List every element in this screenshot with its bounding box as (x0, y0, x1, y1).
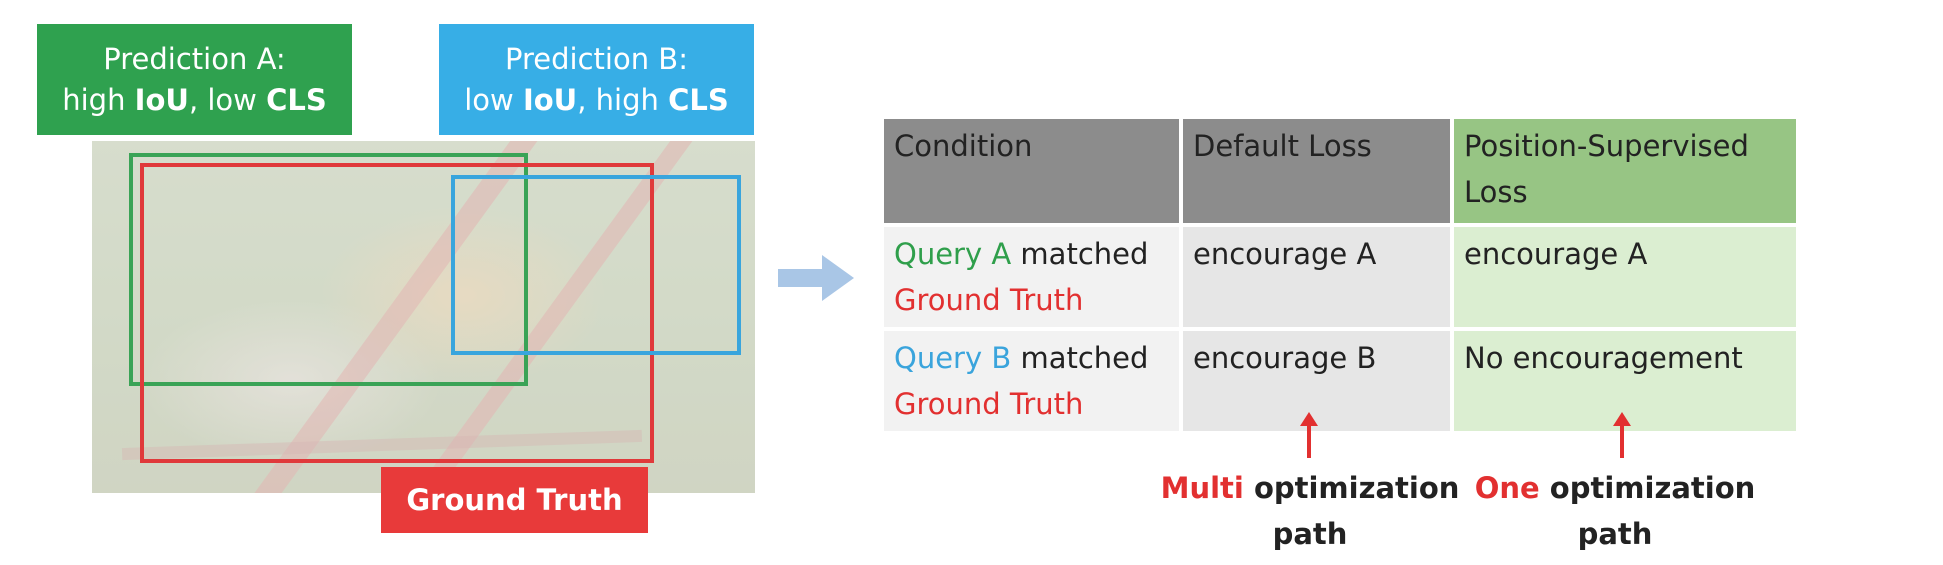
query-label: Query B (894, 341, 1012, 375)
matched-text: matched (1011, 341, 1149, 375)
ground-truth-box (140, 163, 654, 463)
ground-truth-label: Ground Truth (381, 467, 648, 533)
note-line1: Multi optimization (1160, 471, 1460, 505)
prediction-a-box (129, 153, 528, 386)
prediction-b-title: Prediction B: (505, 41, 688, 76)
ground-truth-text: Ground Truth (894, 387, 1084, 421)
matched-text: matched (1011, 237, 1149, 271)
header-condition: Condition (884, 119, 1179, 223)
note-line2: path (1272, 517, 1348, 551)
default-loss-cell: encourage B (1183, 331, 1450, 431)
prediction-a-title: Prediction A: (103, 41, 286, 76)
ps-loss-cell: encourage A (1454, 227, 1796, 327)
ground-truth-text: Ground Truth (894, 283, 1084, 317)
table-row: Query B matched Ground Truth encourage B… (884, 331, 1796, 431)
condition-cell: Query B matched Ground Truth (884, 331, 1179, 431)
table-row: Query A matched Ground Truth encourage A… (884, 227, 1796, 327)
multi-path-note: Multi optimization path (1150, 465, 1470, 557)
note-line1: One optimization (1474, 471, 1756, 505)
photo-overlay (92, 141, 755, 493)
prediction-b-label: Prediction B: low IoU, high CLS (439, 24, 754, 135)
one-path-note: One optimization path (1470, 465, 1760, 557)
up-arrow-icon (1300, 412, 1318, 458)
cat-photo (92, 141, 755, 493)
note-line2: path (1577, 517, 1653, 551)
loss-comparison-table: Condition Default Loss Position-Supervis… (880, 115, 1800, 435)
header-default-loss: Default Loss (1183, 119, 1450, 223)
condition-cell: Query A matched Ground Truth (884, 227, 1179, 327)
right-arrow-icon (778, 255, 854, 301)
ps-loss-cell: No encouragement (1454, 331, 1796, 431)
prediction-b-box (451, 175, 741, 355)
table-header-row: Condition Default Loss Position-Supervis… (884, 119, 1796, 223)
prediction-b-desc: low IoU, high CLS (464, 82, 729, 117)
prediction-a-desc: high IoU, low CLS (62, 82, 327, 117)
query-label: Query A (894, 237, 1012, 271)
default-loss-cell: encourage A (1183, 227, 1450, 327)
up-arrow-icon (1613, 412, 1631, 458)
header-position-supervised-loss: Position-Supervised Loss (1454, 119, 1796, 223)
prediction-a-label: Prediction A: high IoU, low CLS (37, 24, 352, 135)
